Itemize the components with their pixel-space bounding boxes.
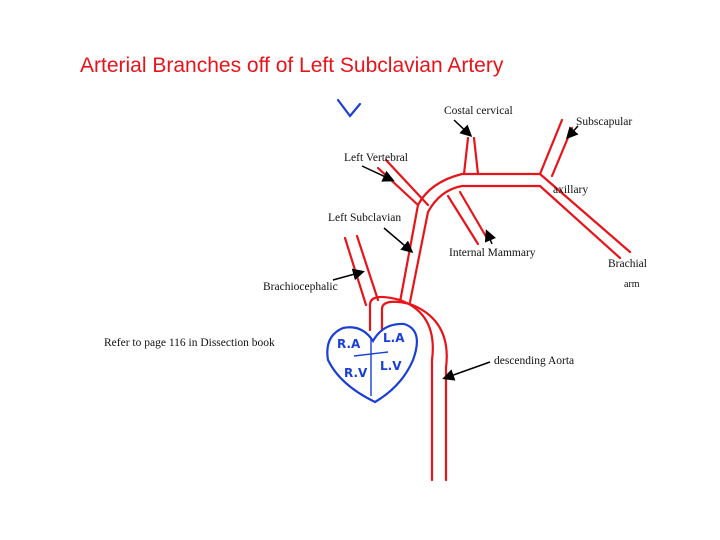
arrow-internal-mammary bbox=[484, 229, 496, 245]
arrow-left-subclavian bbox=[383, 227, 414, 253]
heart-divider bbox=[353, 338, 389, 396]
label-descending-aorta: descending Aorta bbox=[494, 355, 575, 367]
label-left-subclavian: Left Subclavian bbox=[328, 212, 402, 224]
heart-label-left-atrium: L.A bbox=[383, 331, 405, 345]
label-brachial: Brachial bbox=[608, 258, 647, 270]
brachiocephalic-vessel bbox=[343, 236, 368, 307]
page-title: Arterial Branches off of Left Subclavian… bbox=[80, 54, 504, 77]
subscapular-vessel bbox=[538, 118, 564, 176]
arrow-costal-cervical bbox=[453, 119, 473, 138]
label-left-vertebral: Left Vertebral bbox=[344, 152, 408, 164]
arrow-brachiocephalic bbox=[332, 268, 365, 281]
internal-mammary-vessel-wall bbox=[458, 190, 490, 242]
costal-cervical-vessel bbox=[462, 136, 470, 176]
reference-note: Refer to page 116 in Dissection book bbox=[104, 337, 275, 349]
arrow-descending-aorta bbox=[442, 361, 491, 381]
arrow-subscapular bbox=[565, 125, 579, 140]
costal-cervical-vessel-wall bbox=[472, 136, 480, 176]
label-subscapular: Subscapular bbox=[576, 116, 633, 128]
heart-outline bbox=[326, 322, 418, 404]
brachiocephalic-vessel-wall bbox=[355, 234, 380, 302]
aortic-arch bbox=[368, 295, 434, 482]
heart-label-left-ventricle: L.V bbox=[380, 359, 402, 373]
blue-mark bbox=[336, 98, 362, 118]
left-subclavian-vessel-wall bbox=[408, 184, 622, 304]
left-subclavian-vessel bbox=[398, 172, 632, 304]
label-costal-cervical: Costal cervical bbox=[444, 105, 513, 117]
label-axillary: axillary bbox=[553, 184, 589, 196]
arrow-left-vertebral bbox=[361, 165, 395, 182]
label-internal-mammary: Internal Mammary bbox=[449, 247, 536, 259]
label-arm: arm bbox=[624, 279, 640, 290]
heart-label-right-atrium: R.A bbox=[337, 337, 361, 351]
internal-mammary-vessel bbox=[446, 194, 480, 246]
aortic-arch-wall bbox=[380, 300, 448, 482]
label-brachiocephalic: Brachiocephalic bbox=[263, 281, 338, 293]
left-vertebral-vessel-wall bbox=[384, 158, 430, 207]
heart-label-right-ventricle: R.V bbox=[344, 366, 368, 380]
